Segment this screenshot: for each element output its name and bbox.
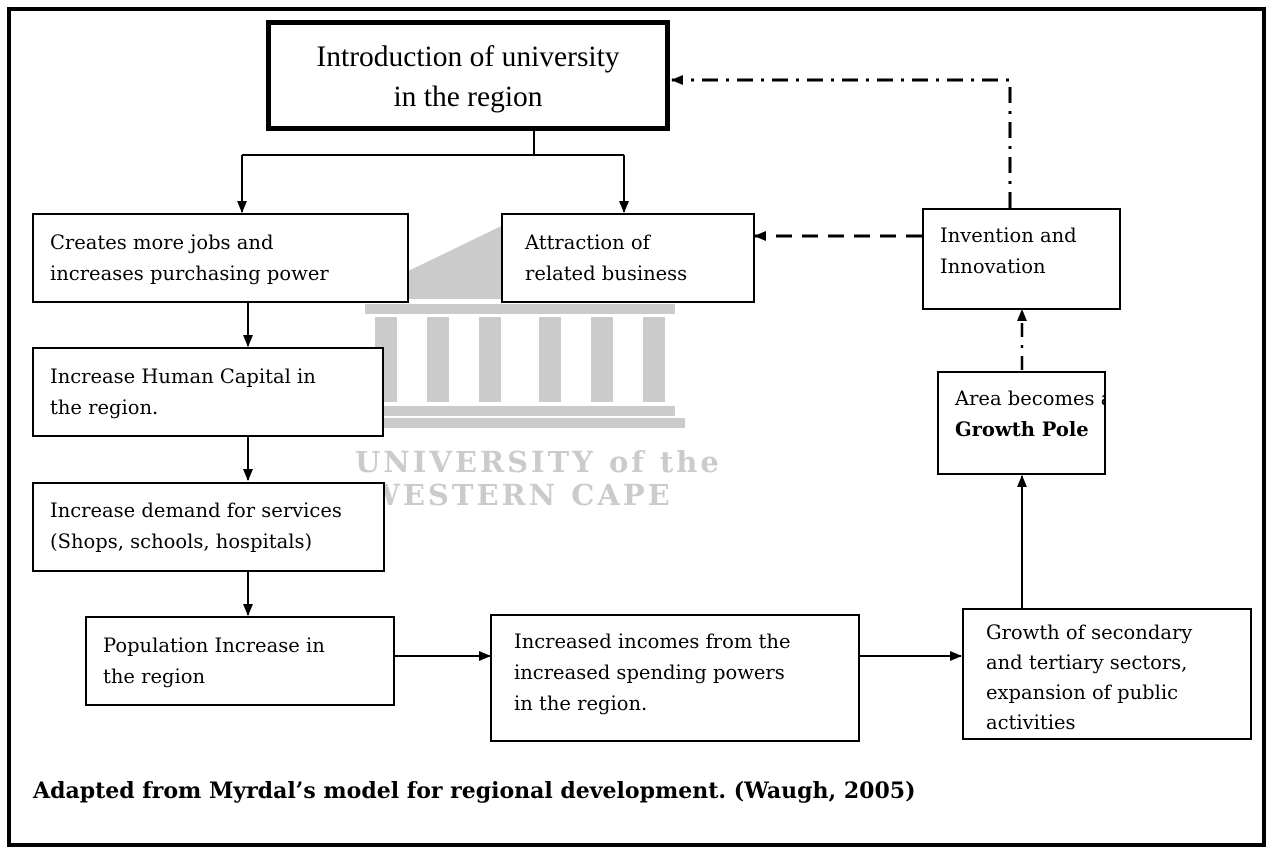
node-incomes-line-2: increased spending powers <box>514 661 785 684</box>
node-demand: Increase demand for services (Shops, sch… <box>32 482 385 572</box>
node-invention-line-2: Innovation <box>940 255 1046 278</box>
node-jobs-line-1: Creates more jobs and <box>50 231 274 254</box>
node-population-line-1: Population Increase in <box>103 634 325 657</box>
node-attraction-line-2: related business <box>525 262 688 285</box>
node-sectors: Growth of secondary and tertiary sectors… <box>962 608 1252 740</box>
watermark-university-text: UNIVERSITY of the <box>355 445 722 479</box>
node-demand-line-1: Increase demand for services <box>50 499 342 522</box>
node-sectors-line-3: expansion of public <box>986 681 1179 704</box>
node-invention-line-1: Invention and <box>940 224 1077 247</box>
node-attraction-line-1: Attraction of <box>525 231 650 254</box>
node-jobs: Creates more jobs and increases purchasi… <box>32 213 409 303</box>
root-node-university: Introduction of university in the region <box>266 20 670 131</box>
node-demand-line-2: (Shops, schools, hospitals) <box>50 530 313 553</box>
node-growth-pole-line-2: Growth Pole <box>955 418 1089 441</box>
root-line-1: Introduction of university <box>316 41 620 73</box>
node-incomes-line-3: in the region. <box>514 692 648 715</box>
node-human-capital-line-2: the region. <box>50 396 159 419</box>
node-attraction: Attraction of related business <box>501 213 755 303</box>
node-sectors-line-4: activities <box>986 711 1076 734</box>
node-human-capital: Increase Human Capital in the region. <box>32 347 384 437</box>
watermark-campus-text: WESTERN CAPE <box>367 478 673 512</box>
node-invention: Invention and Innovation <box>922 208 1121 310</box>
feedback-to-root-line <box>671 75 1012 208</box>
node-sectors-line-2: and tertiary sectors, <box>986 651 1188 674</box>
node-population-line-2: the region <box>103 665 206 688</box>
diagram-caption: Adapted from Myrdal’s model for regional… <box>33 778 916 804</box>
node-jobs-line-2: increases purchasing power <box>50 262 329 285</box>
node-incomes-line-1: Increased incomes from the <box>514 630 791 653</box>
node-sectors-line-1: Growth of secondary <box>986 621 1193 644</box>
node-growth-pole: Area becomes a Growth Pole <box>937 371 1106 475</box>
node-growth-pole-line-1: Area becomes a <box>955 387 1106 410</box>
node-incomes: Increased incomes from the increased spe… <box>490 614 860 742</box>
diagram-frame <box>7 7 1266 847</box>
node-human-capital-line-1: Increase Human Capital in <box>50 365 316 388</box>
root-line-2: in the region <box>393 81 543 113</box>
node-population: Population Increase in the region <box>85 616 395 706</box>
